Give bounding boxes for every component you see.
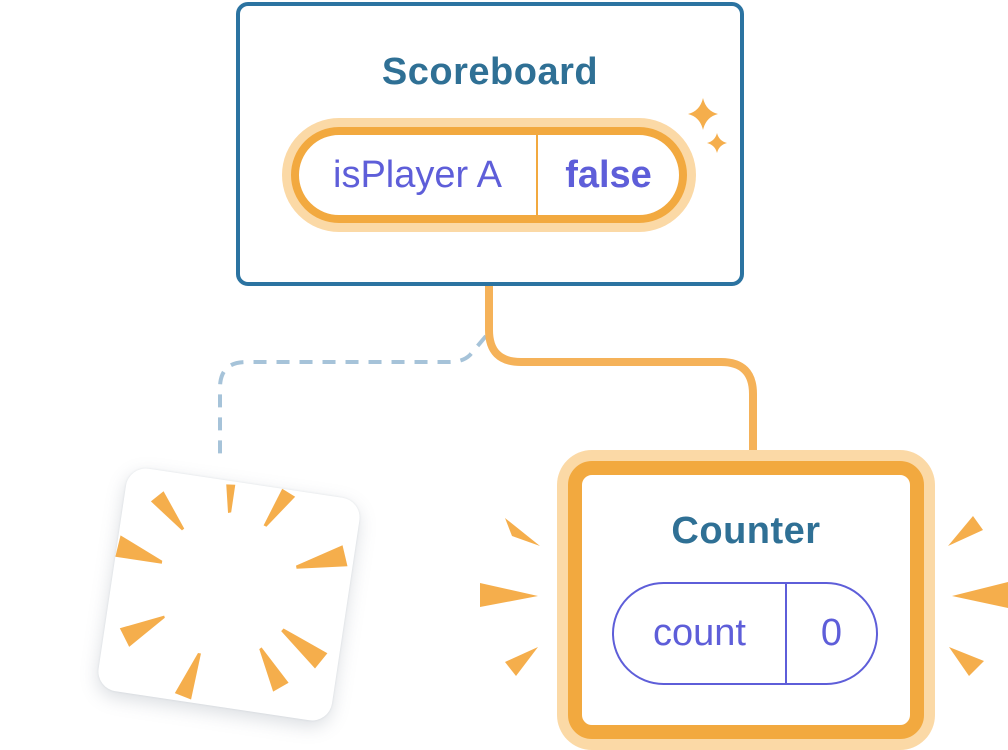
counter-title: Counter <box>671 510 821 552</box>
counter-component-card: Counter count 0 <box>568 461 924 739</box>
state-key-cell: isPlayer A <box>299 135 538 215</box>
state-value-label: false <box>565 153 652 196</box>
scoreboard-state-pill: isPlayer A false <box>291 127 687 223</box>
state-value-cell: false <box>538 135 679 215</box>
state-key-label: count <box>653 612 746 654</box>
state-value-cell: 0 <box>787 584 876 683</box>
removed-component-card <box>95 465 363 724</box>
state-key-cell: count <box>614 584 787 683</box>
state-value-label: 0 <box>820 612 843 654</box>
state-key-label: isPlayer A <box>333 153 502 196</box>
dashed-connector-line <box>218 334 488 459</box>
orange-connector-line <box>485 280 757 455</box>
scoreboard-title: Scoreboard <box>381 51 599 93</box>
starburst-icon <box>115 484 348 700</box>
counter-state-pill: count 0 <box>612 582 878 685</box>
scoreboard-component-card: Scoreboard isPlayer A false <box>236 2 744 286</box>
